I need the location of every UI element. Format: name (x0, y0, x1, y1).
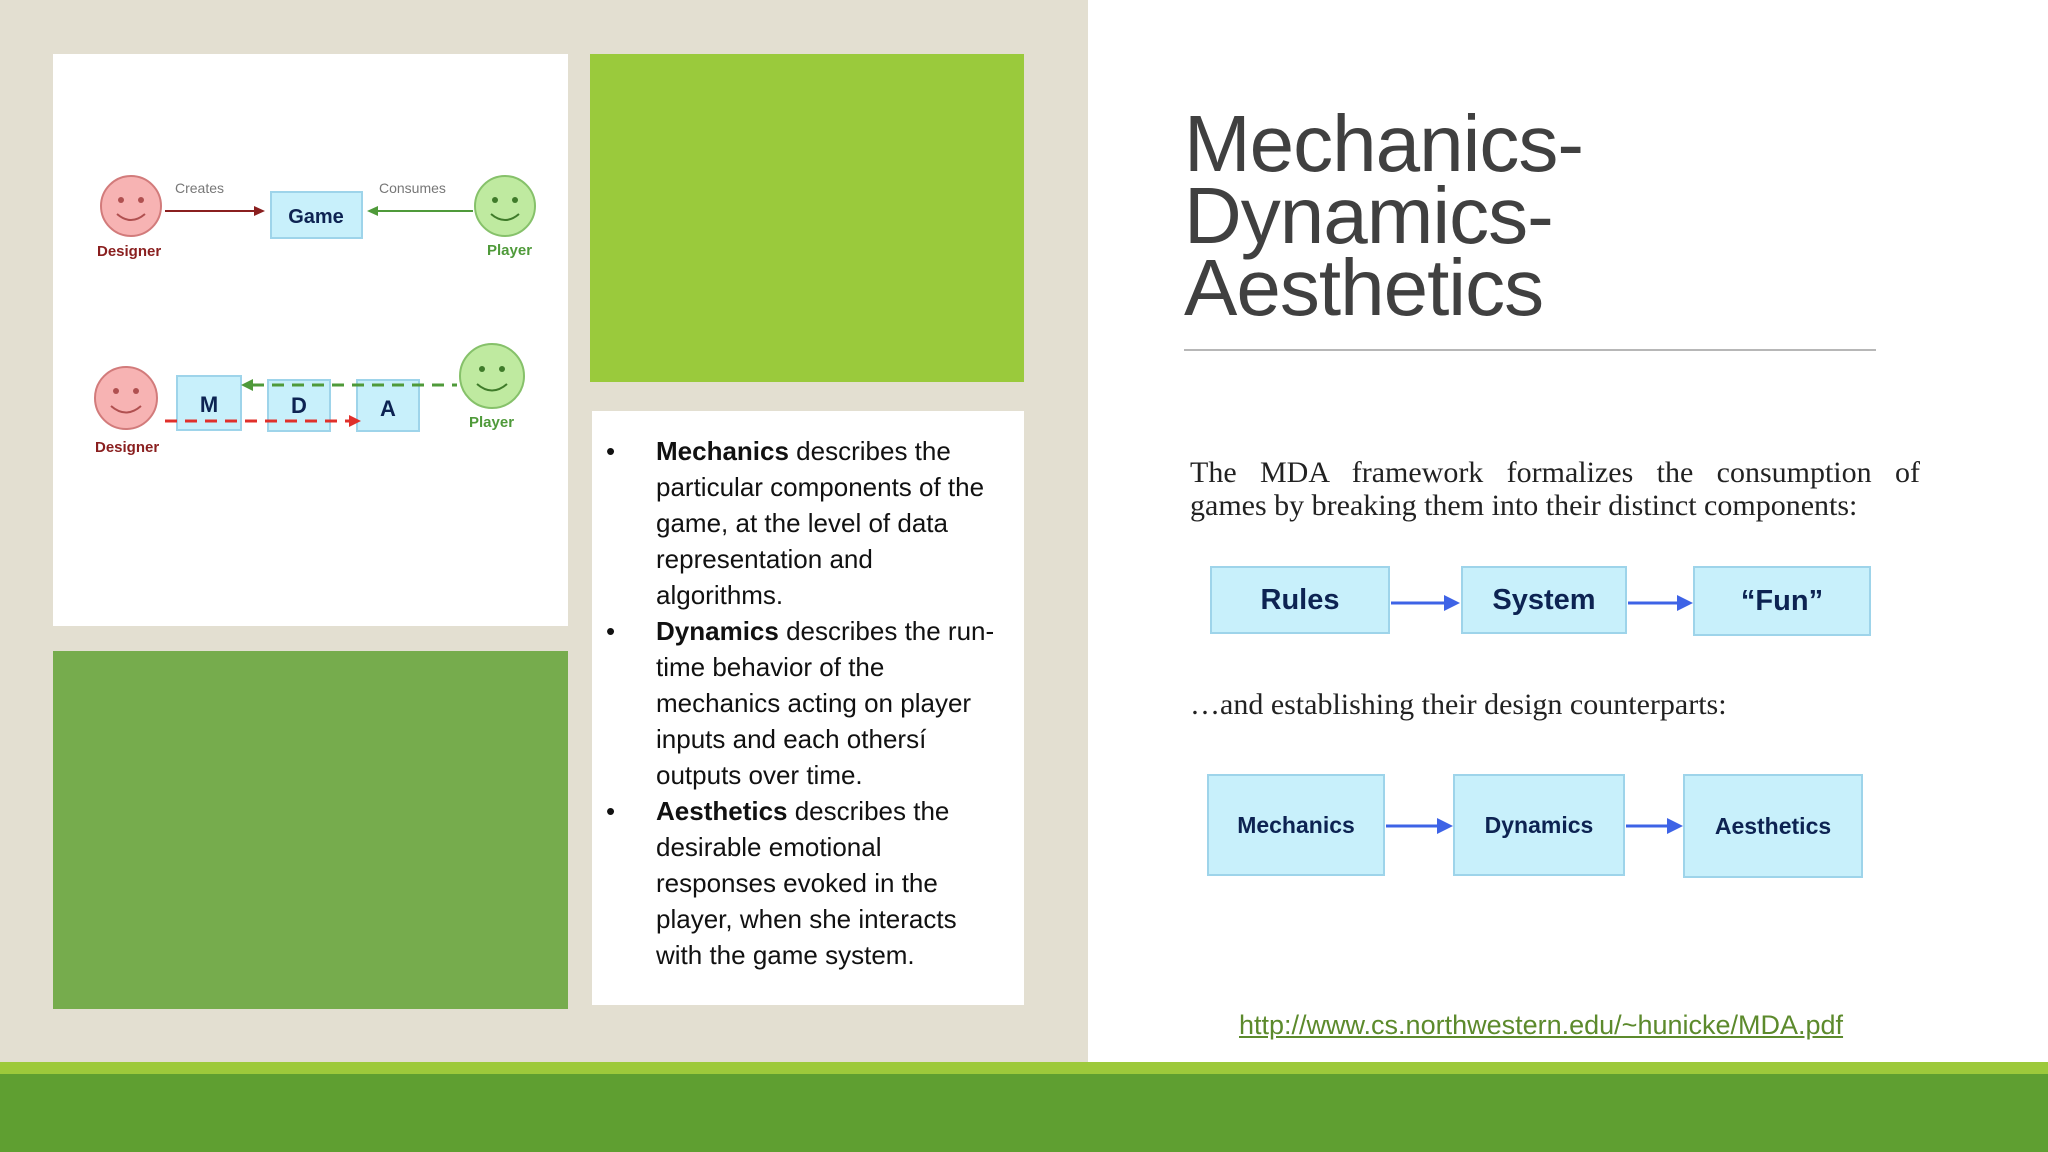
definition-text: describes the desirable emotional respon… (656, 796, 957, 970)
dynamics-to-aesthetics-arrowhead (1667, 818, 1683, 834)
definition-text: describes the particular components of t… (656, 436, 985, 610)
definition-term: Aesthetics (656, 796, 788, 826)
definition-item-mechanics: • Mechanics describes the particular comp… (606, 433, 1006, 613)
footer-band (0, 1074, 2048, 1152)
consumes-label: Consumes (379, 180, 446, 196)
player-face-bottom (459, 343, 525, 409)
diagram-svg: Designer Creates Game Consumes Player De… (94, 175, 536, 456)
rules-box: Rules (1210, 566, 1390, 634)
mda-caption-line-3: …and establishing their design counterpa… (1190, 688, 1727, 721)
d-box (267, 379, 331, 432)
mechanics-to-dynamics-arrowhead (1437, 818, 1453, 834)
designer-face-top (100, 175, 162, 237)
fun-box: “Fun” (1693, 566, 1871, 636)
definition-item-aesthetics: • Aesthetics describes the desirable emot… (606, 793, 1006, 973)
definition-term: Dynamics (656, 616, 779, 646)
source-link[interactable]: http://www.cs.northwestern.edu/~hunicke/… (1239, 1010, 1844, 1040)
mda-framework-figure: The MDA framework formalizes the consump… (1178, 430, 1938, 990)
design-dashed-arrowhead (349, 415, 361, 427)
player-label-bottom: Player (469, 414, 514, 431)
bullet-icon: • (606, 616, 616, 646)
title-divider (1184, 349, 1876, 351)
system-to-fun-arrowhead (1677, 595, 1693, 611)
player-face-top (474, 175, 536, 237)
definitions-list: • Mechanics describes the particular comp… (606, 433, 1006, 973)
green-accent-block-bottom (53, 651, 568, 1009)
title-line-3: Aesthetics (1184, 243, 1544, 332)
bullet-icon: • (606, 796, 616, 826)
definition-item-dynamics: • Dynamics describes the run-time behavio… (606, 613, 1006, 793)
consume-dashed-arrowhead (241, 379, 253, 391)
consumes-arrowhead (367, 206, 378, 216)
m-label: M (200, 392, 218, 417)
title-line-1: Mechanics- (1184, 99, 1584, 188)
definitions-card: • Mechanics describes the particular comp… (592, 411, 1024, 1005)
d-label: D (291, 393, 307, 418)
dynamics-box: Dynamics (1453, 774, 1625, 876)
definition-text: describes the run-time behavior of the m… (656, 616, 995, 790)
mda-caption-line-1: The MDA framework formalizes the consump… (1190, 456, 1920, 489)
creates-label: Creates (175, 180, 224, 196)
game-box (270, 191, 363, 239)
creates-arrowhead (254, 206, 265, 216)
green-accent-block-top (590, 54, 1024, 382)
mda-arrows (1386, 595, 1693, 834)
designer-face-bottom (94, 366, 158, 430)
footer-accent-line (0, 1062, 2048, 1074)
a-label: A (380, 396, 396, 421)
definition-term: Mechanics (656, 436, 789, 466)
a-box (356, 379, 420, 432)
rules-to-system-arrowhead (1444, 595, 1460, 611)
title-line-2: Dynamics- (1184, 171, 1554, 260)
bullet-icon: • (606, 436, 616, 466)
aesthetics-box: Aesthetics (1683, 774, 1863, 878)
slide-title: Mechanics- Dynamics- Aesthetics (1184, 99, 1784, 332)
system-box: System (1461, 566, 1627, 634)
game-label: Game (288, 206, 344, 228)
player-label-top: Player (487, 242, 532, 259)
mda-caption-line-2: games by breaking them into their distin… (1190, 489, 1858, 522)
designer-label-bottom: Designer (95, 439, 159, 456)
designer-player-diagram: Designer Creates Game Consumes Player De… (53, 54, 568, 626)
designer-label-top: Designer (97, 243, 161, 260)
mechanics-box: Mechanics (1207, 774, 1385, 876)
